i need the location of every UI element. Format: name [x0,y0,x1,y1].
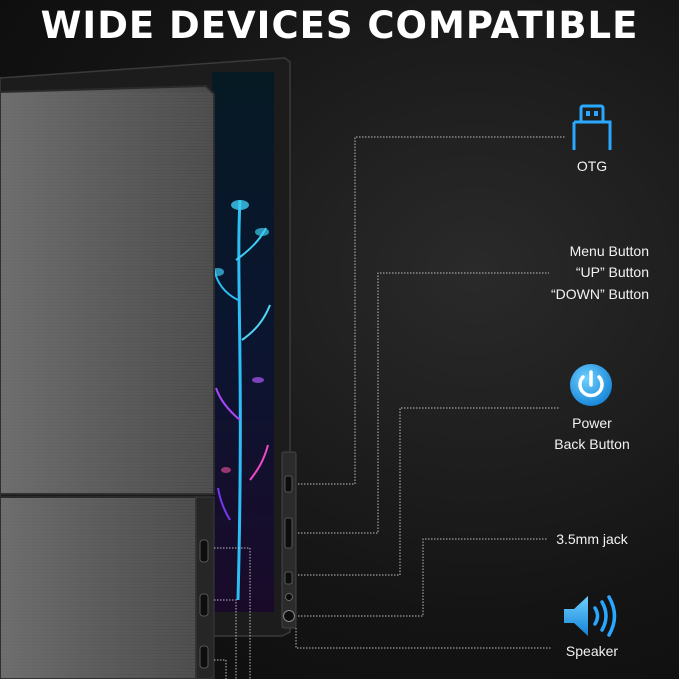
usb-icon [572,104,612,150]
mini-hdmi-port [284,517,293,549]
speaker-icon [564,595,617,637]
hd-port [199,539,209,563]
down-button-label: “DOWN” Button [550,286,649,302]
audio-jack [283,610,295,622]
menu-button-label: Menu Button [569,243,649,259]
type-c-port-1 [199,593,209,617]
back-button-label: Back Button [554,436,630,452]
type-c-port-2 [199,645,209,669]
jack-label: 3.5mm jack [556,531,628,547]
power-button [285,593,293,601]
up-button-label: “UP” Button [575,264,649,280]
menu-up-down-button [284,571,293,585]
page-title: WIDE DEVICES COMPATIBLE [40,4,639,47]
otg-label: OTG [576,158,608,174]
speaker-label: Speaker [565,643,619,659]
power-icon [570,364,612,406]
otg-port [284,475,293,493]
power-label: Power [572,415,612,431]
